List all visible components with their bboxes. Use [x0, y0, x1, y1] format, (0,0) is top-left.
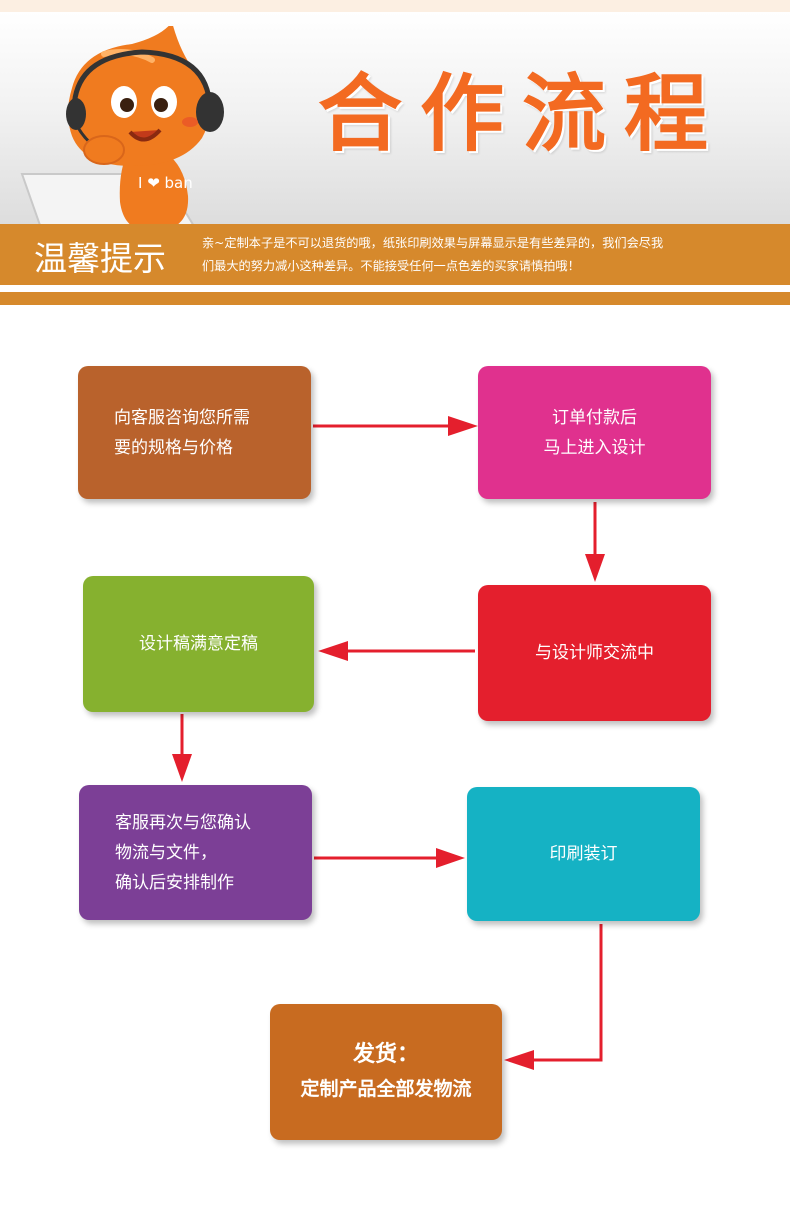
mascot-illustration: I ❤ ban — [20, 26, 224, 241]
mascot-hand — [83, 135, 125, 165]
notice-bar — [0, 224, 790, 285]
arrowhead-satisfy-to-confirm — [172, 754, 192, 782]
top-strip — [0, 0, 790, 12]
arrowhead-consult-to-pay — [448, 416, 478, 436]
step-designer-line-1: 与设计师交流中 — [535, 643, 654, 663]
arrow-print-to-ship — [532, 924, 603, 1062]
mascot-right-pupil — [154, 98, 168, 112]
page-title: 合作流程 — [318, 65, 727, 163]
arrowhead-print-to-ship — [504, 1050, 534, 1070]
step-ship-box: 发货： 定制产品全部发物流 — [270, 1004, 502, 1140]
notice-line-2: 们最大的努力减小这种差异。不能接受任何一点色差的买家请慎拍哦！ — [202, 259, 580, 273]
step-consult-line-2: 要的规格与价格 — [114, 437, 233, 458]
step-satisfy-line-1: 设计稿满意定稿 — [139, 634, 258, 654]
step-confirm-line-3: 确认后安排制作 — [115, 872, 234, 893]
headphone-band — [71, 49, 213, 109]
step-print-box: 印刷装订 — [467, 787, 700, 921]
arrowhead-designer-to-satisfy — [318, 641, 348, 661]
step-print-line-1: 印刷装订 — [549, 844, 618, 864]
headphone-left-cup — [66, 98, 86, 130]
mascot-left-pupil — [120, 98, 134, 112]
arrowhead-pay-to-designer — [585, 554, 605, 582]
step-ship-line-2: 定制产品全部发物流 — [300, 1078, 472, 1100]
step-satisfy-box: 设计稿满意定稿 — [83, 576, 314, 712]
step-consult-box: 向客服咨询您所需 要的规格与价格 — [78, 366, 311, 499]
notice-line-1: 亲~定制本子是不可以退货的哦，纸张印刷效果与屏幕显示是有些差异的，我们会尽我 — [202, 236, 664, 250]
mascot-body — [119, 144, 189, 232]
mascot-mouth — [128, 128, 162, 142]
step-confirm-line-2: 物流与文件， — [115, 842, 217, 863]
step-confirm-line-1: 客服再次与您确认 — [115, 812, 251, 833]
step-pay-box: 订单付款后 马上进入设计 — [478, 366, 711, 499]
mascot-badge: I ❤ ban — [138, 174, 193, 192]
step-ship-heading: 发货： — [352, 1042, 419, 1067]
arrowhead-confirm-to-print — [436, 848, 465, 868]
mascot-cheek — [182, 117, 198, 127]
step-pay-line-2: 马上进入设计 — [543, 437, 646, 458]
header-bottom-line — [0, 292, 790, 305]
step-designer-box: 与设计师交流中 — [478, 585, 711, 721]
step-confirm-box: 客服再次与您确认 物流与文件， 确认后安排制作 — [79, 785, 312, 920]
notice-text: 亲~定制本子是不可以退货的哦，纸张印刷效果与屏幕显示是有些差异的，我们会尽我 们… — [202, 232, 790, 278]
step-pay-line-1: 订单付款后 — [552, 407, 637, 428]
step-consult-line-1: 向客服咨询您所需 — [114, 407, 250, 428]
headphone-right-cup — [196, 92, 224, 132]
notice-label: 温馨提示 — [34, 239, 166, 278]
